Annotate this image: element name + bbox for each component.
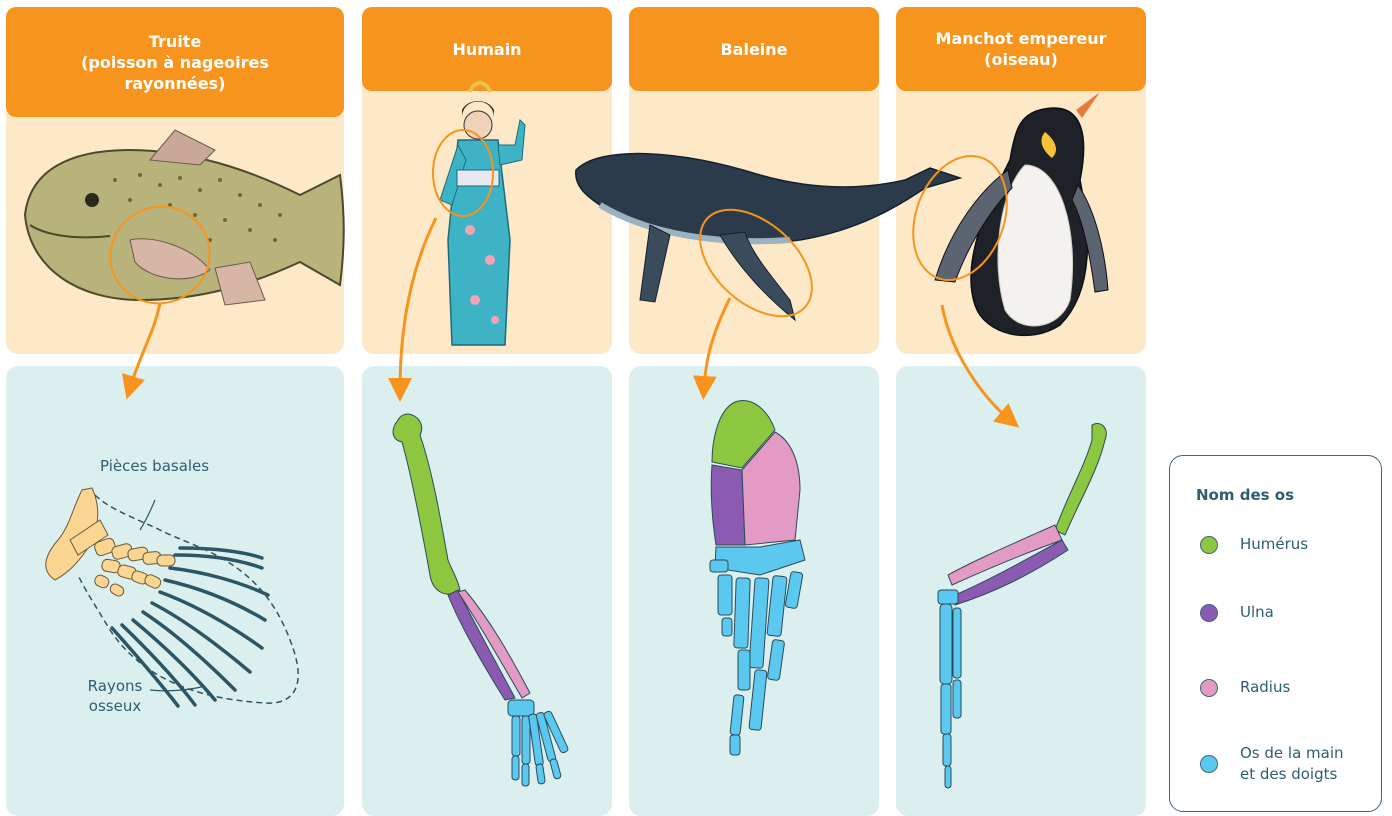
whale-illustration <box>576 154 960 337</box>
label-rayons-line2: osseux <box>70 696 160 716</box>
fish-fin-skeleton <box>46 488 298 706</box>
legend-swatch-radius <box>1200 679 1218 697</box>
human-illustration <box>433 83 525 345</box>
legend-swatch-humerus <box>1200 536 1218 554</box>
legend-item-hand: Os de la main et des doigts <box>1200 743 1344 785</box>
legend-item-radius: Radius <box>1200 677 1290 698</box>
penguin-illustration <box>897 92 1108 335</box>
legend-label-hand-line2: et des doigts <box>1240 764 1344 785</box>
label-rayons-line1: Rayons <box>70 676 160 696</box>
legend-label-hand: Os de la main et des doigts <box>1240 743 1344 785</box>
penguin-wing-skeleton <box>938 423 1106 788</box>
trout-illustration <box>25 130 344 320</box>
legend-swatch-hand <box>1200 755 1218 773</box>
legend-title: Nom des os <box>1196 486 1294 504</box>
legend-label-radius: Radius <box>1240 677 1290 698</box>
legend-label-hand-line1: Os de la main <box>1240 743 1344 764</box>
human-arm-skeleton <box>393 414 569 786</box>
legend-label-humerus: Humérus <box>1240 534 1308 555</box>
legend-item-ulna: Ulna <box>1200 602 1274 623</box>
label-rayons-osseux: Rayons osseux <box>70 676 160 716</box>
legend-box: Nom des os Humérus Ulna Radius Os de la … <box>1169 455 1382 812</box>
label-pieces-basales: Pièces basales <box>100 456 230 476</box>
legend-label-ulna: Ulna <box>1240 602 1274 623</box>
legend-swatch-ulna <box>1200 604 1218 622</box>
whale-flipper-skeleton <box>710 401 805 755</box>
legend-item-humerus: Humérus <box>1200 534 1308 555</box>
